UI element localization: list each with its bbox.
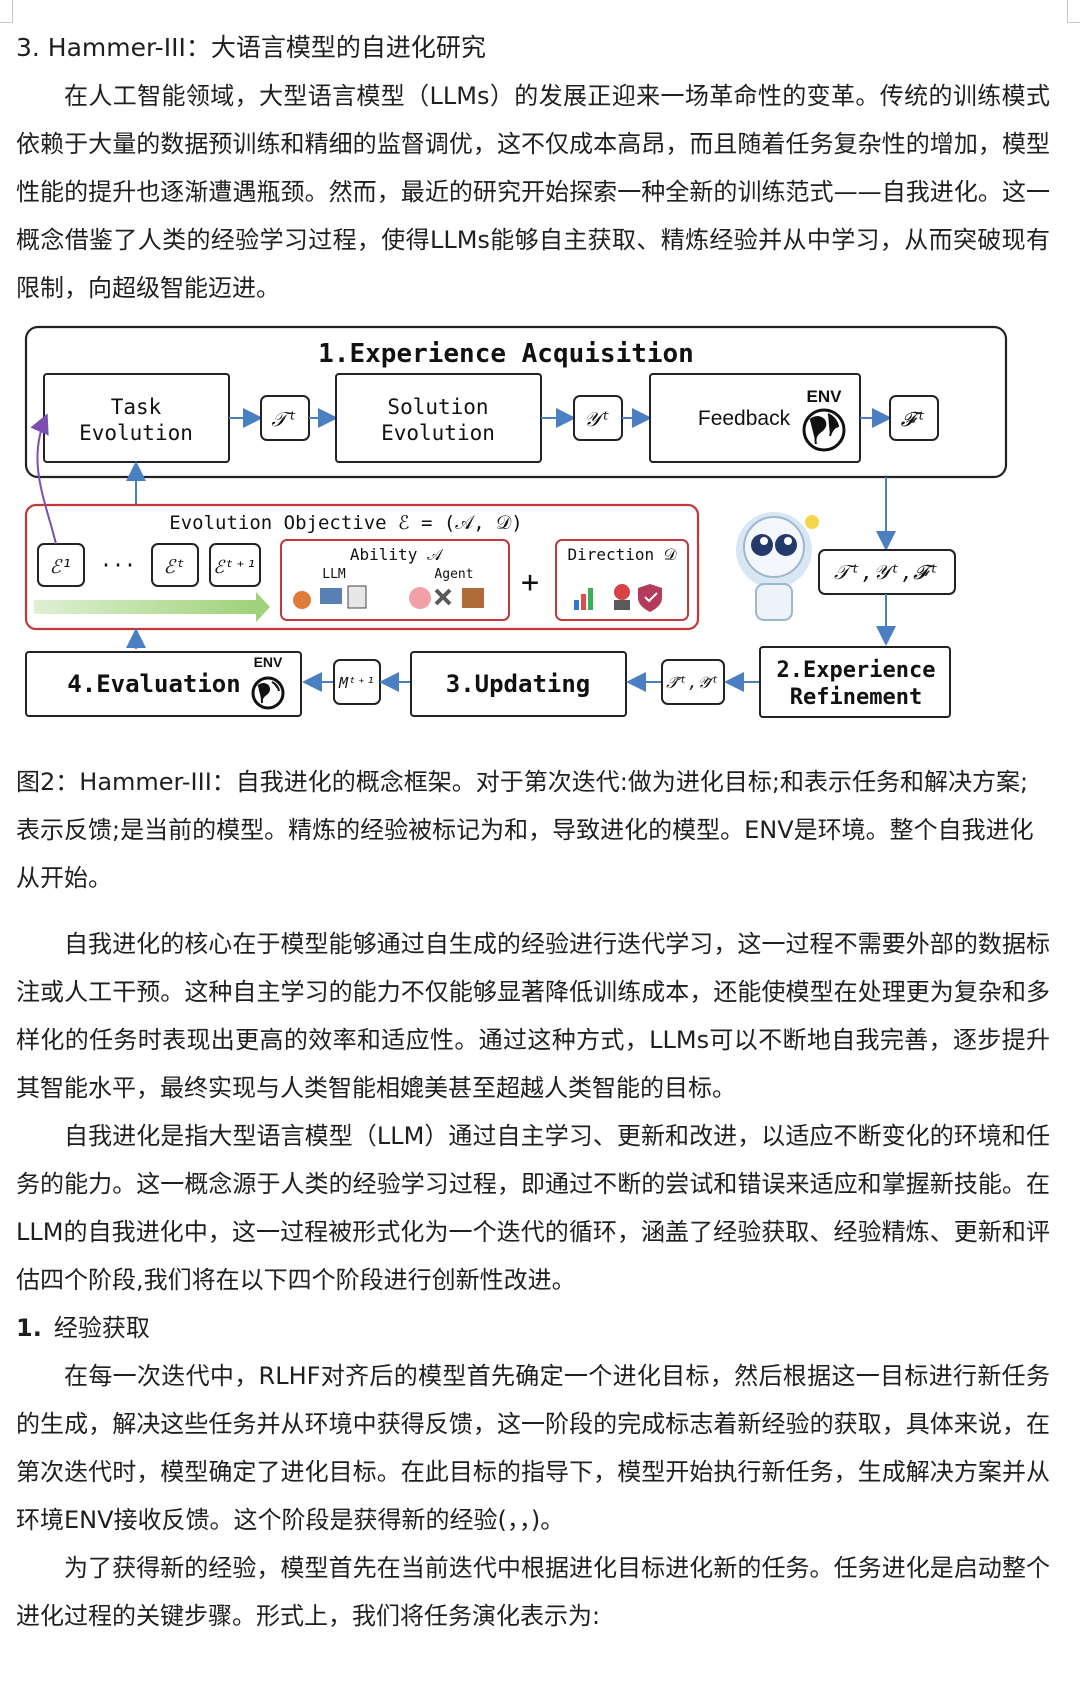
refined-tokens: 𝒯̃ᵗ,𝒴̃ᵗ [666, 673, 720, 692]
direction-label: Direction 𝒟 [567, 545, 676, 564]
stage1-title: 1.Experience Acquisition [318, 339, 694, 369]
plus-sign: + [521, 565, 539, 600]
paragraph-5: 为了获得新的经验，模型首先在当前迭代中根据进化目标进化新的任务。任务进化是启动整… [16, 1554, 1050, 1630]
y-token: 𝒴ᵗ [584, 407, 612, 431]
stage2-box [759, 646, 951, 718]
green-progress-arrow [34, 600, 256, 614]
section-heading: 3. Hammer-III：大语言模型的自进化研究 [16, 33, 486, 62]
subheading-experience-acquisition: 1. 经验获取 [16, 1304, 1050, 1352]
subheading-text: 经验获取 [53, 1314, 150, 1342]
globe-icon [251, 676, 285, 710]
task-evolution-label-2: Evolution [79, 421, 193, 445]
direction-icons [574, 584, 662, 612]
task-evolution-label-1: Task [111, 395, 162, 419]
et1-token: ℰᵗ⁺¹ [213, 557, 256, 578]
framework-figure: 1.Experience Acquisition Task Evolution … [16, 322, 1050, 752]
stage2-title-line-1: 2.Experience [777, 658, 936, 683]
e1-box [37, 543, 85, 587]
ellipsis: ··· [100, 553, 136, 577]
e1-token: ℰ¹ [50, 556, 73, 578]
t-token: 𝒯ᵗ [271, 407, 298, 431]
agent-label: Agent [434, 567, 473, 582]
page-corner-right [1067, 0, 1080, 23]
stage2-title-line-2: Refinement [790, 685, 922, 710]
feedback-label: Feedback [698, 407, 791, 430]
intro-paragraph: 在人工智能领域，大型语言模型（LLMs）的发展正迎来一场革命性的变革。传统的训练… [16, 82, 1050, 302]
et-token: ℰᵗ [164, 556, 187, 578]
f-token-box [889, 395, 939, 441]
objective-title: Evolution Objective ℰ = (𝒜, 𝒟) [169, 512, 523, 534]
paragraph-4: 在每一次迭代中，RLHF对齐后的模型首先确定一个进化目标，然后根据这一目标进行新… [16, 1362, 1050, 1534]
robot-mascot-icon [736, 512, 819, 621]
page-corner-left [0, 0, 13, 23]
ability-icons [293, 585, 484, 609]
framework-diagram: 1.Experience Acquisition Task Evolution … [24, 325, 1008, 718]
feedback-env-label: ENV [807, 387, 843, 406]
figure-caption: 图2：Hammer-III：自我进化的概念框架。对于第次迭代:做为进化目标;和表… [16, 768, 1034, 892]
stage3-title: 3.Updating [446, 670, 591, 698]
ability-label: Ability 𝒜 [350, 545, 444, 564]
subheading-number: 1. [16, 1314, 42, 1342]
solution-evolution-label-2: Evolution [381, 421, 495, 445]
stage4-env-label: ENV [254, 654, 283, 670]
stage4-box [25, 651, 302, 717]
globe-icon [802, 408, 846, 452]
et-box [151, 543, 199, 587]
model-token: Mᵗ⁺¹ [338, 674, 375, 692]
llm-label: LLM [322, 567, 346, 582]
et1-box [209, 543, 261, 587]
paragraph-2: 自我进化的核心在于模型能够通过自生成的经验进行迭代学习，这一过程不需要外部的数据… [16, 930, 1050, 1102]
tyf-tokens: 𝒯ᵗ,𝒴ᵗ,𝓕ᵗ [834, 560, 940, 584]
f-token: 𝓕ᵗ [901, 407, 928, 431]
evolution-start-curve [30, 413, 57, 545]
document-body: 3. Hammer-III：大语言模型的自进化研究 在人工智能领域，大型语言模型… [16, 28, 1050, 1640]
paragraph-3: 自我进化是指大型语言模型（LLM）通过自主学习、更新和改进，以适应不断变化的环境… [16, 1122, 1050, 1294]
solution-evolution-label-1: Solution [387, 395, 488, 419]
stage4-title: 4.Evaluation [67, 670, 240, 698]
